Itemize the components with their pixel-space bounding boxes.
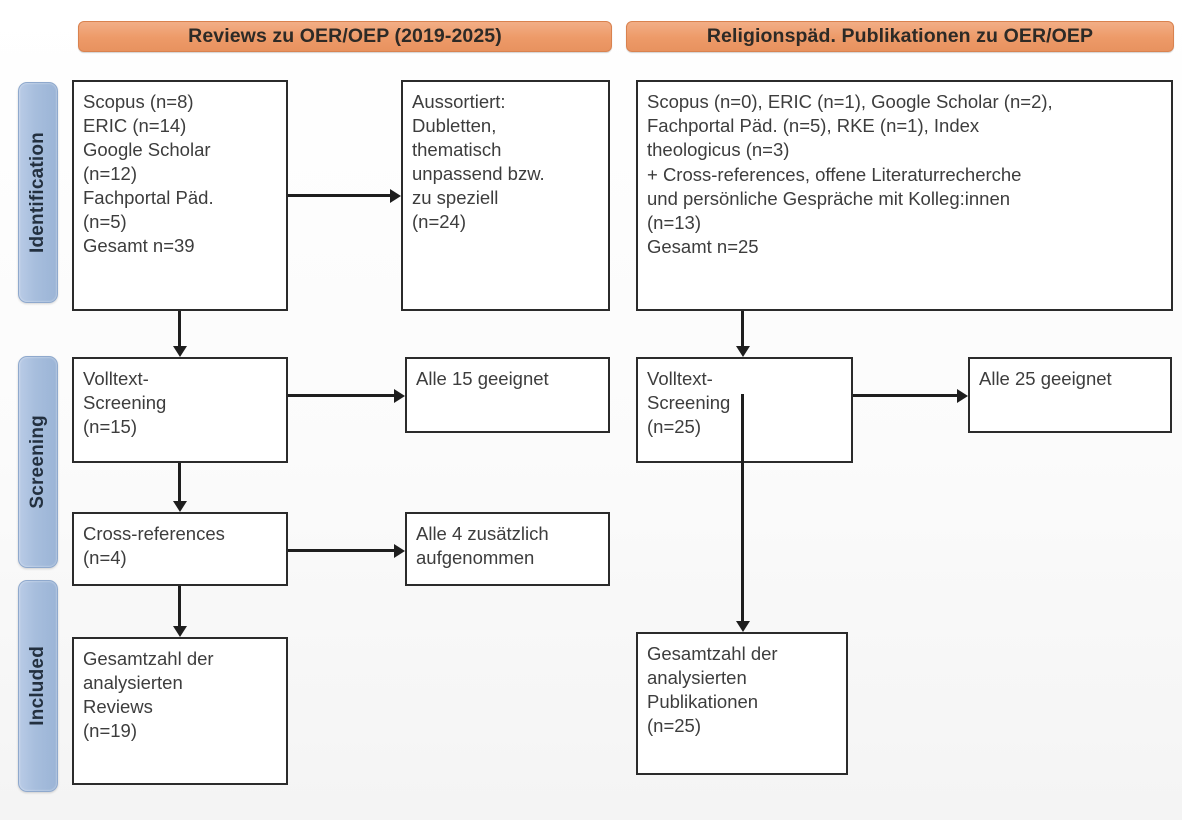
box-left-fulltext-screening: Volltext- Screening (n=15) <box>72 357 288 463</box>
stage-pill-included: Included <box>18 580 58 792</box>
box-right-fulltext-screening: Volltext- Screening (n=25) <box>636 357 853 463</box>
column-header-left-label: Reviews zu OER/OEP (2019-2025) <box>188 25 502 47</box>
connector-left-crossref-to-included <box>178 586 181 626</box>
stage-pill-screening-label: Screening <box>27 415 48 509</box>
connector-left-crossref-to-result <box>288 549 394 552</box>
connector-left-fulltext-to-crossref <box>178 463 181 501</box>
arrowhead-right-ident-to-fulltext <box>735 346 750 357</box>
column-header-left: Reviews zu OER/OEP (2019-2025) <box>78 21 612 52</box>
stage-pill-included-label: Included <box>27 646 48 726</box>
connector-right-ident-to-fulltext <box>741 311 744 346</box>
box-left-excluded: Aussortiert: Dubletten, thematisch unpas… <box>401 80 610 311</box>
box-right-identification: Scopus (n=0), ERIC (n=1), Google Scholar… <box>636 80 1173 311</box>
box-left-crossreferences-result: Alle 4 zusätzlich aufgenommen <box>405 512 610 586</box>
arrowhead-left-fulltext-to-crossref <box>172 501 187 512</box>
arrowhead-left-ident-to-excluded <box>390 188 401 203</box>
column-header-right: Religionspäd. Publikationen zu OER/OEP <box>626 21 1174 52</box>
arrowhead-left-fulltext-to-result <box>394 388 405 403</box>
stage-pill-identification-label: Identification <box>27 131 48 254</box>
column-header-right-label: Religionspäd. Publikationen zu OER/OEP <box>706 25 1094 47</box>
connector-left-ident-to-excluded <box>288 194 390 197</box>
stage-pill-screening: Screening <box>18 356 58 568</box>
connector-left-fulltext-to-result <box>288 394 394 397</box>
connector-left-ident-to-fulltext <box>178 311 181 346</box>
stage-pill-identification: Identification <box>18 82 58 303</box>
arrowhead-left-crossref-to-included <box>172 626 187 637</box>
connector-right-fulltext-to-included <box>741 394 744 621</box>
arrowhead-left-crossref-to-result <box>394 543 405 558</box>
connector-right-fulltext-to-result <box>853 394 957 397</box>
box-right-fulltext-result: Alle 25 geeignet <box>968 357 1172 433</box>
arrowhead-right-fulltext-to-included <box>735 621 750 632</box>
arrowhead-left-ident-to-fulltext <box>172 346 187 357</box>
box-left-included: Gesamtzahl der analysierten Reviews (n=1… <box>72 637 288 785</box>
box-left-identification: Scopus (n=8) ERIC (n=14) Google Scholar … <box>72 80 288 311</box>
arrowhead-right-fulltext-to-result <box>957 388 968 403</box>
box-left-crossreferences: Cross-references (n=4) <box>72 512 288 586</box>
box-left-fulltext-result: Alle 15 geeignet <box>405 357 610 433</box>
box-right-included: Gesamtzahl der analysierten Publikatione… <box>636 632 848 775</box>
